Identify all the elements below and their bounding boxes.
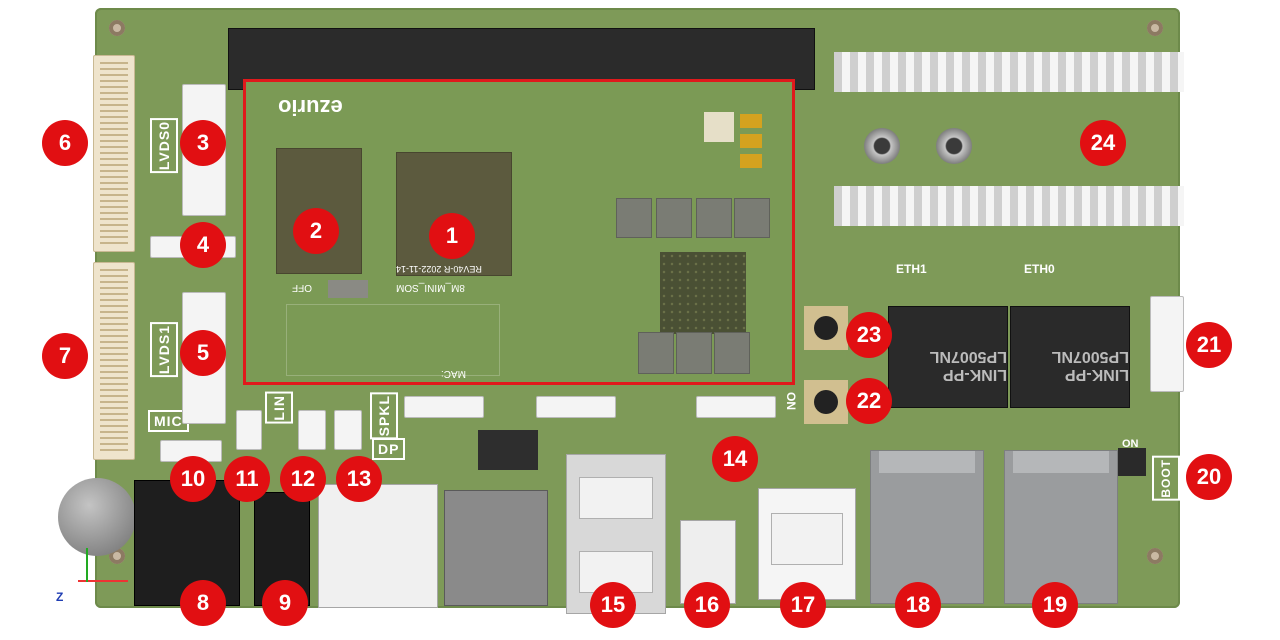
- fpc-connector-right: [1150, 296, 1184, 392]
- inductor: [714, 332, 750, 374]
- uart-connector: [404, 396, 484, 418]
- barrel-plug: [58, 478, 136, 556]
- usb-a-connector: [758, 488, 856, 600]
- mounting-hole: [1147, 548, 1163, 564]
- standoff: [936, 128, 972, 164]
- boot-on-label: ON: [1122, 438, 1139, 450]
- magnetics-1-label: LINK-PP LP5007NL: [929, 348, 1007, 383]
- som-mac-label: MAC:: [441, 368, 466, 379]
- wifi-area: [286, 304, 500, 376]
- inductor: [656, 198, 692, 238]
- lvds0-label: LVDS0: [150, 118, 178, 174]
- marker-16: 16: [684, 582, 730, 628]
- inductor: [696, 198, 732, 238]
- i2c-connector: [536, 396, 616, 418]
- ethernet-magnetics-0: LINK-PP LP5007NL: [1010, 306, 1130, 408]
- mounting-hole: [1147, 20, 1163, 36]
- eth0-label: ETH0: [1024, 262, 1055, 276]
- marker-4: 4: [180, 222, 226, 268]
- marker-6: 6: [42, 120, 88, 166]
- som-off-label: OFF: [292, 282, 312, 293]
- marker-7: 7: [42, 333, 88, 379]
- marker-17: 17: [780, 582, 826, 628]
- pmic-chip: [660, 252, 746, 334]
- inductor: [676, 332, 712, 374]
- lvds1-display-connector: [93, 262, 135, 460]
- standoff: [864, 128, 900, 164]
- marker-2: 2: [293, 208, 339, 254]
- marker-20: 20: [1186, 454, 1232, 500]
- y-axis-indicator: [86, 548, 88, 582]
- capacitor: [740, 134, 762, 148]
- expansion-header-top: [834, 52, 1184, 92]
- hdmi-connector: [444, 490, 548, 606]
- marker-21: 21: [1186, 322, 1232, 368]
- x-axis-indicator: [78, 580, 128, 582]
- capacitor: [740, 114, 762, 128]
- expansion-header-bottom: [834, 186, 1184, 226]
- component: [704, 112, 734, 142]
- som-logo: ezurio: [278, 95, 343, 120]
- marker-11: 11: [224, 456, 270, 502]
- z-axis-label: Z: [56, 590, 64, 604]
- gpio-connector: [696, 396, 776, 418]
- eth1-label: ETH1: [896, 262, 927, 276]
- inductor: [638, 332, 674, 374]
- marker-22: 22: [846, 378, 892, 424]
- reset-button[interactable]: [804, 380, 848, 424]
- usb-a-dual-connector: [566, 454, 666, 614]
- dp-bridge-chip: [478, 430, 538, 470]
- boot-switch: [1118, 448, 1146, 476]
- marker-12: 12: [280, 456, 326, 502]
- marker-8: 8: [180, 580, 226, 626]
- marker-10: 10: [170, 456, 216, 502]
- on-label-side: ON: [784, 392, 798, 410]
- lvds0-display-connector: [93, 55, 135, 252]
- marker-23: 23: [846, 312, 892, 358]
- som-name-label: 8M_MINI_SOM: [396, 282, 465, 293]
- crystal: [328, 280, 368, 298]
- button-cap: [814, 390, 838, 414]
- marker-15: 15: [590, 582, 636, 628]
- inductor: [616, 198, 652, 238]
- boot-label: BOOT: [1152, 456, 1180, 501]
- marker-9: 9: [262, 580, 308, 626]
- power-button[interactable]: [804, 306, 848, 350]
- ethernet-rj45-0: [1004, 450, 1118, 604]
- inductor: [734, 198, 770, 238]
- marker-1: 1: [429, 213, 475, 259]
- marker-3: 3: [180, 120, 226, 166]
- lvds1-label: LVDS1: [150, 322, 178, 378]
- spkl-label: SPKL: [370, 392, 398, 440]
- marker-5: 5: [180, 330, 226, 376]
- capacitor: [740, 154, 762, 168]
- speaker-left-connector: [334, 410, 362, 450]
- marker-24: 24: [1080, 120, 1126, 166]
- dp-label: DP: [372, 438, 406, 460]
- marker-14: 14: [712, 436, 758, 482]
- mounting-hole: [109, 20, 125, 36]
- speaker-right-connector: [298, 410, 326, 450]
- marker-18: 18: [895, 582, 941, 628]
- marker-19: 19: [1032, 582, 1078, 628]
- lin-label: LIN: [265, 392, 293, 424]
- ethernet-rj45-1: [870, 450, 984, 604]
- button-cap: [814, 316, 838, 340]
- marker-13: 13: [336, 456, 382, 502]
- displayport-connector: [318, 484, 438, 608]
- ethernet-magnetics-1: LINK-PP LP5007NL: [888, 306, 1008, 408]
- magnetics-0-label: LINK-PP LP5007NL: [1051, 348, 1129, 383]
- line-in-connector: [236, 410, 262, 450]
- som-revision-label: REV40-R 2022-11-14: [396, 264, 482, 274]
